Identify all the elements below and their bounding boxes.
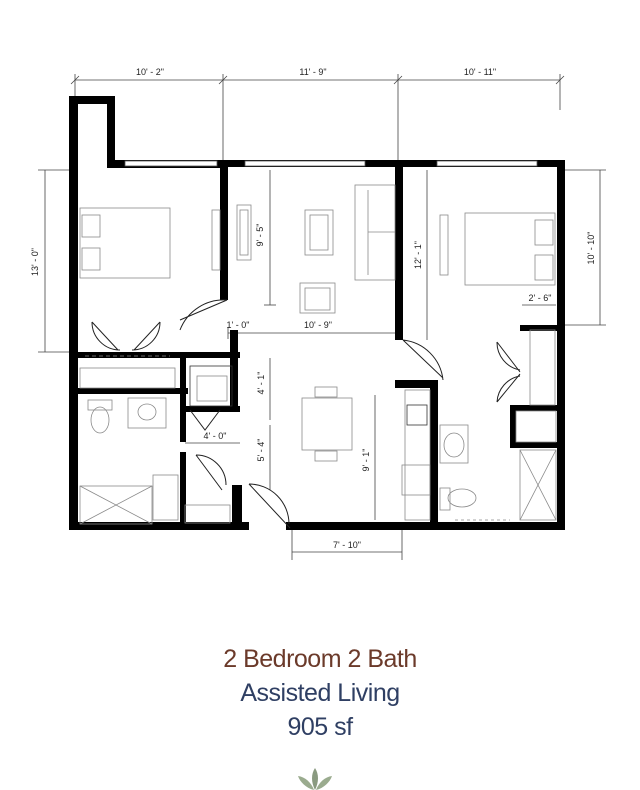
armchair bbox=[299, 282, 336, 314]
kitchen-counter bbox=[404, 389, 431, 521]
dim-dining-height: 9' - 1" bbox=[361, 449, 371, 472]
tv-console bbox=[236, 204, 252, 261]
dim-bedroom2-height: 12' - 1" bbox=[413, 241, 423, 269]
floor-plan: 10' - 2" 11' - 9" 10' - 11" 13' - 0" 10'… bbox=[30, 67, 606, 560]
dim-living-height: 9' - 5" bbox=[255, 224, 265, 247]
unit-area: 905 sf bbox=[287, 713, 353, 741]
dim-right-height: 10' - 10" bbox=[586, 232, 596, 265]
shower-2 bbox=[519, 449, 557, 521]
dim-left-height: 13' - 0" bbox=[30, 248, 40, 276]
bed-2 bbox=[464, 212, 556, 286]
windows bbox=[124, 160, 538, 167]
shower-1 bbox=[79, 485, 153, 525]
unit-type-title: 2 Bedroom 2 Bath bbox=[223, 645, 417, 673]
dim-hall-width: 1' - 0" bbox=[227, 320, 250, 330]
furniture bbox=[79, 184, 557, 525]
sofa bbox=[354, 184, 396, 281]
dim-laundry-height: 4' - 1" bbox=[256, 372, 266, 395]
bed-1 bbox=[79, 207, 171, 279]
sink-2 bbox=[439, 424, 469, 464]
dim-top-3: 10' - 11" bbox=[464, 67, 496, 77]
dim-entry-height: 5' - 4" bbox=[256, 439, 266, 462]
door-swings bbox=[91, 299, 521, 529]
dim-laundry-width: 4' - 0" bbox=[204, 431, 227, 441]
dim-living-width: 10' - 9" bbox=[304, 320, 332, 330]
unit-category: Assisted Living bbox=[240, 679, 400, 707]
dim-bottom: 7' - 10" bbox=[333, 540, 361, 550]
toilet-2 bbox=[447, 488, 477, 508]
dimension-lines bbox=[38, 74, 606, 560]
sink-1 bbox=[127, 397, 167, 429]
dim-closet-width: 2' - 6" bbox=[529, 293, 552, 303]
dining-table bbox=[301, 397, 353, 451]
washer-dryer bbox=[189, 365, 233, 407]
toilet-1 bbox=[90, 406, 110, 434]
coffee-table bbox=[304, 209, 334, 256]
dim-top-1: 10' - 2" bbox=[136, 67, 164, 77]
leaf-logo-icon bbox=[298, 768, 332, 790]
dim-top-2: 11' - 9" bbox=[299, 67, 326, 77]
